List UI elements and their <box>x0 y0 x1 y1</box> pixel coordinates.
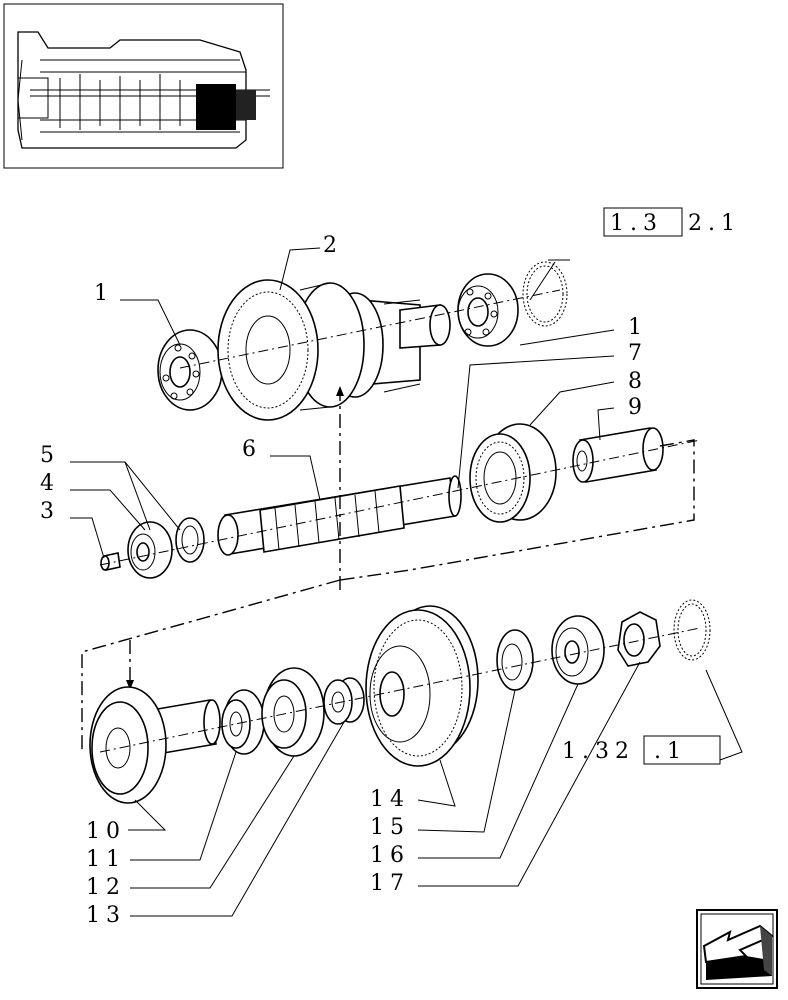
callout-6: 6 <box>242 437 262 462</box>
transmission-overview-thumbnail <box>3 3 284 169</box>
pin-3 <box>100 552 121 571</box>
leader-lines <box>70 247 743 917</box>
reference-top-boxed: 1.3 <box>610 211 663 236</box>
next-page-arrow-icon[interactable] <box>696 909 778 989</box>
callout-10: 10 <box>86 819 126 844</box>
bearing-1-left <box>157 329 223 411</box>
lock-washer-15 <box>496 629 534 691</box>
callout-1-right: 1 <box>628 315 648 340</box>
route-line-right <box>339 439 695 581</box>
route-arrow-up <box>336 386 344 396</box>
top-axis-line <box>179 289 561 369</box>
reference-bottom-plain: 1.32 <box>562 739 635 764</box>
reference-top-rest: 2.1 <box>688 211 741 236</box>
callout-9: 9 <box>628 395 648 420</box>
callout-16: 16 <box>370 843 410 868</box>
callout-5: 5 <box>40 443 60 468</box>
callout-1-left: 1 <box>94 281 114 306</box>
bushing-9 <box>572 427 664 483</box>
callout-11: 11 <box>86 847 126 872</box>
gear-14 <box>365 605 479 767</box>
callout-13: 13 <box>86 903 126 928</box>
bearing-16 <box>551 615 605 685</box>
callout-4: 4 <box>40 471 60 496</box>
callout-3: 3 <box>40 499 60 524</box>
route-line-left <box>81 579 341 752</box>
reference-bottom-boxed: .1 <box>654 739 687 764</box>
callout-7: 7 <box>628 341 648 366</box>
spacer-13 <box>323 677 365 725</box>
bottom-axis-line <box>99 627 701 753</box>
callout-2: 2 <box>323 233 343 258</box>
sleeve-12 <box>261 667 325 757</box>
callout-17: 17 <box>370 871 410 896</box>
hex-nut-17 <box>617 611 661 667</box>
gear-10 <box>89 686 221 804</box>
snap-ring-5 <box>175 517 205 563</box>
coupling-sleeve-8 <box>469 423 557 523</box>
route-arrow-down <box>126 680 134 690</box>
snap-ring-bottom-inner <box>677 603 707 657</box>
bearing-4 <box>127 521 173 579</box>
middle-axis-line <box>99 439 701 566</box>
reference-top[interactable]: 1.3 2.1 <box>603 207 741 237</box>
callout-14: 14 <box>370 787 410 812</box>
callout-8: 8 <box>628 369 648 394</box>
bearing-1-right <box>457 273 519 347</box>
snap-ring-top-inner <box>526 265 564 323</box>
callout-15: 15 <box>370 815 410 840</box>
shaft-stub <box>399 304 451 349</box>
gear-cluster-2 <box>217 279 421 421</box>
reference-bottom[interactable]: 1.32 .1 <box>562 735 721 765</box>
snap-ring-top <box>522 261 568 327</box>
snap-ring-bottom <box>673 599 711 661</box>
callout-12: 12 <box>86 875 126 900</box>
